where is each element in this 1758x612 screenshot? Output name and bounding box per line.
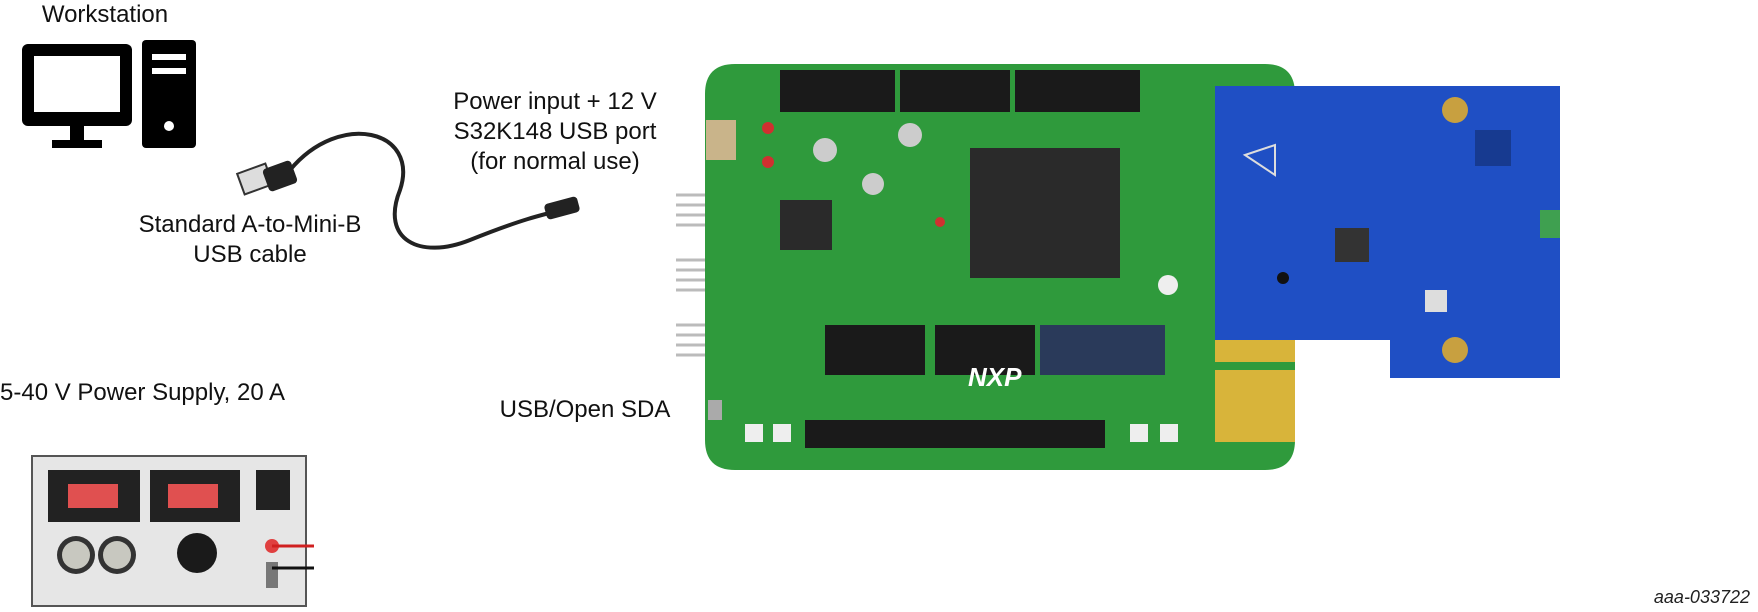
usb-cable — [235, 131, 580, 250]
s32k148-evb-image — [676, 64, 1295, 470]
workstation-label: Workstation — [41, 1, 169, 28]
usb-power-port — [706, 120, 736, 160]
power-input-label-line1: Power input + 12 V — [453, 88, 657, 115]
power-supply-image — [31, 455, 314, 607]
figure-id: aaa-033722 — [1653, 587, 1750, 607]
daughter-board-image — [1215, 86, 1560, 378]
power-input-label-line3: (for normal use) — [470, 148, 640, 175]
workstation-icon — [22, 40, 196, 148]
power-supply-label: 5-40 V Power Supply, 20 A — [0, 379, 286, 406]
usb-open-sda-port — [708, 400, 722, 420]
cable-label-line2: USB cable — [193, 241, 307, 268]
usb-open-sda-label: USB/Open SDA — [499, 396, 671, 423]
cable-label-line1: Standard A-to-Mini-B — [138, 211, 362, 238]
power-input-label-line2: S32K148 USB port — [453, 118, 657, 145]
nxp-logo: NXP — [968, 362, 1022, 392]
